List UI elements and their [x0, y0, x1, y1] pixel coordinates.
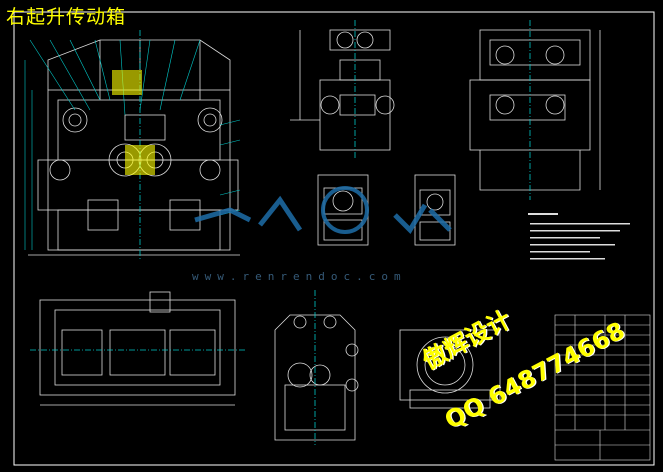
section-view-b	[317, 174, 369, 246]
site-watermark: www.renrendoc.com	[192, 270, 407, 283]
end-view	[274, 290, 359, 445]
parts-list	[554, 314, 651, 461]
detail-view	[399, 329, 501, 409]
front-view-leaders	[24, 39, 241, 250]
sheet-border	[13, 11, 655, 466]
technical-notes	[528, 213, 630, 260]
side-view	[469, 20, 601, 200]
drawing-title: 右起升传动箱	[6, 6, 127, 28]
watermark-logo	[194, 186, 452, 235]
front-view-hidden	[112, 70, 155, 175]
section-view-a	[290, 20, 395, 160]
plan-view	[30, 291, 245, 406]
front-view	[28, 30, 240, 260]
